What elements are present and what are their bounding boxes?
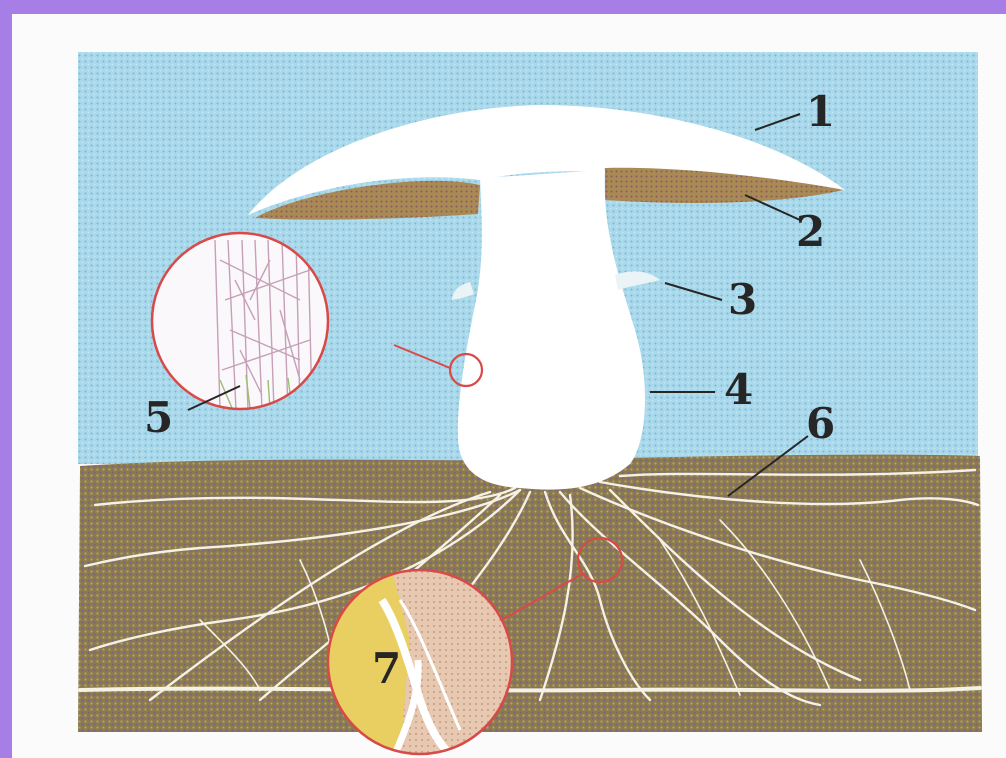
label-1: 1	[806, 87, 835, 136]
label-7: 7	[372, 644, 401, 693]
label-6: 6	[806, 399, 835, 448]
magnifier-7-outline	[326, 568, 514, 756]
mushroom-stem	[457, 170, 646, 490]
mycorrhiza-magnified	[328, 570, 512, 754]
magnifier-5-source	[448, 352, 484, 388]
stem-ring	[615, 271, 660, 290]
magnifier-7-connector	[501, 573, 583, 621]
gills-layer-right	[605, 165, 843, 203]
label-5: 5	[144, 393, 173, 442]
hyphae-magnified	[152, 233, 328, 409]
magnifier-7-source	[576, 536, 624, 584]
gills-layer	[255, 180, 480, 220]
magnifier-5-outline	[150, 231, 330, 411]
label-2: 2	[796, 207, 825, 256]
label-4: 4	[724, 365, 753, 414]
mushroom-cap	[248, 105, 845, 215]
label-3: 3	[728, 275, 757, 324]
magnifier-5-connector	[393, 344, 451, 369]
leader-lines	[187, 113, 809, 497]
stem-ring-left	[452, 282, 474, 300]
